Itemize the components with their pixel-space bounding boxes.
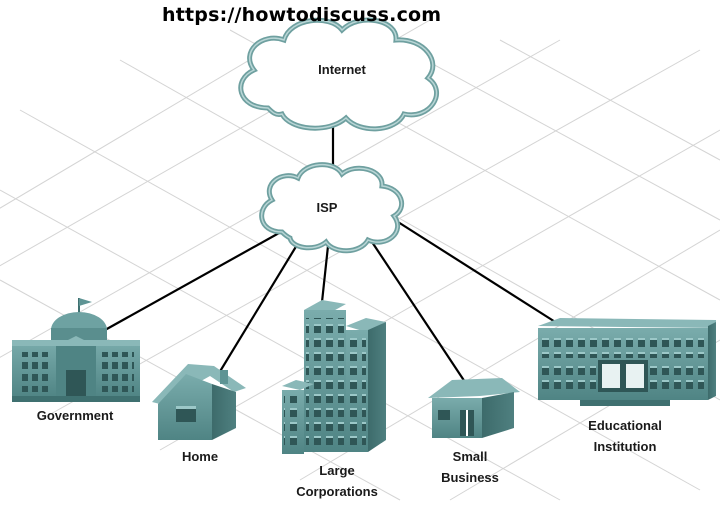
large-corporations-label: Large Corporations xyxy=(280,460,394,502)
government-building-icon xyxy=(12,298,140,402)
large-corporations-building-icon xyxy=(282,300,386,454)
government-label: Government xyxy=(36,408,114,423)
connection-lines xyxy=(104,122,561,383)
educational-institution-label: Educational Institution xyxy=(570,415,680,457)
educational-institution-building-icon xyxy=(538,318,716,406)
educational-institution-label-line1: Educational xyxy=(588,418,662,433)
link-isp-educational xyxy=(397,221,561,326)
home-label: Home xyxy=(181,449,219,464)
small-business-label-line1: Small xyxy=(452,449,488,464)
link-isp-government xyxy=(104,227,289,331)
isp-cloud-icon xyxy=(259,162,405,254)
isp-label: ISP xyxy=(316,200,338,215)
link-isp-small-business xyxy=(371,241,466,383)
internet-label: Internet xyxy=(318,62,366,77)
link-isp-home xyxy=(215,239,301,379)
small-business-building-icon xyxy=(428,378,520,438)
small-business-label: Small Business xyxy=(428,446,512,488)
large-corporations-label-line1: Large xyxy=(319,463,355,478)
internet-cloud-icon xyxy=(238,17,440,132)
small-business-label-line2: Business xyxy=(441,470,499,485)
large-corporations-label-line2: Corporations xyxy=(296,484,378,499)
link-isp-large-corporations xyxy=(320,245,330,303)
educational-institution-label-line2: Institution xyxy=(593,439,657,454)
home-building-icon xyxy=(152,364,246,440)
watermark-url: https://howtodiscuss.com xyxy=(162,4,442,26)
